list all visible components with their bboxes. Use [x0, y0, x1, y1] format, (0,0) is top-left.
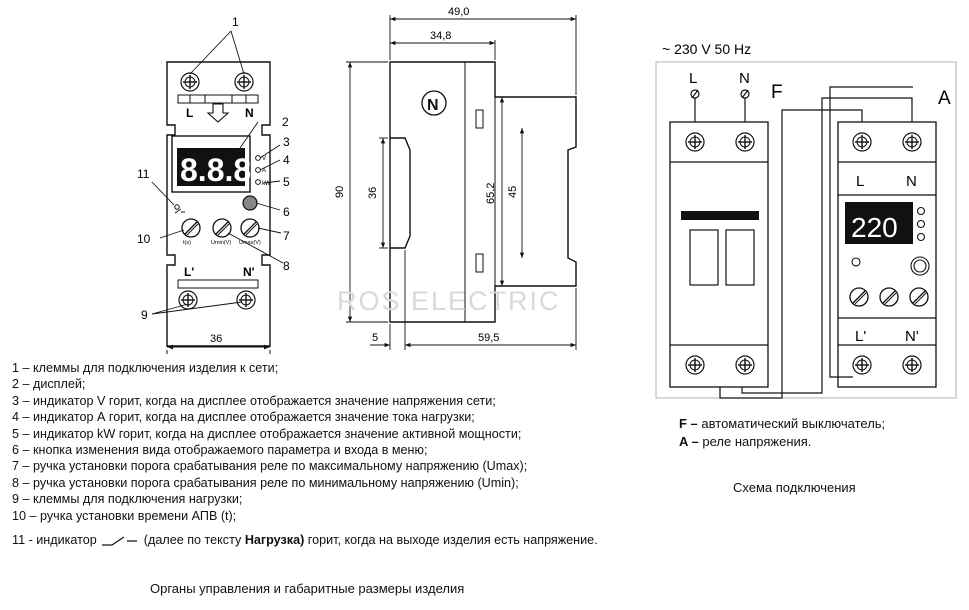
indicator-a [255, 167, 261, 173]
caption-controls-dimensions: Органы управления и габаритные размеры и… [150, 581, 465, 596]
legend-item-10: 10 – ручка установки времени АПВ (t); [12, 508, 237, 523]
terminal-screw-l [180, 72, 200, 92]
caption-wiring-scheme: Схема подключения [733, 480, 856, 495]
input-arrow-icon [206, 103, 230, 123]
callout-5: 5 [283, 175, 290, 189]
legend-item-7: 7 – ручка установки порога срабатывания … [12, 459, 528, 474]
knob-umin-label: Umin(V) [211, 240, 231, 246]
terminal-screw-lout [178, 290, 198, 310]
dim-rail-offset: 5 [372, 332, 378, 344]
supply-l-label: L [689, 70, 697, 87]
callout-9: 9 [141, 308, 148, 322]
dim-height: 90 [334, 186, 346, 198]
dim-rail-height: 45 [507, 186, 519, 198]
front-terminal-lout-label: L' [184, 265, 194, 279]
callout-7: 7 [283, 229, 290, 243]
watermark: ROS ELECTRIC [337, 286, 561, 316]
relay-desc-tag: A – [679, 434, 699, 449]
knob-t[interactable] [181, 218, 201, 238]
dim-overall-depth: 49,0 [448, 6, 469, 18]
note-bold: Нагрузка) [244, 533, 305, 547]
knob-t-label: t(s) [183, 240, 191, 246]
callout-2: 2 [282, 115, 289, 129]
callout-4: 4 [283, 153, 290, 167]
callout-6: 6 [283, 205, 290, 219]
relay-display-value: 220 [851, 212, 898, 243]
callouts [151, 30, 284, 315]
legend-list: 1 – клеммы для подключения изделия к сет… [12, 360, 652, 524]
callout-1: 1 [232, 15, 239, 29]
relay-l-label: L [856, 173, 864, 190]
indicator-a-label: A [262, 168, 266, 174]
legend-item-3: 3 – индикатор V горит, когда на дисплее … [12, 393, 496, 408]
relay-display [845, 202, 913, 244]
wiring-scheme: ~ 230 V 50 Hz L N F A [655, 41, 957, 399]
callout-10: 10 [137, 232, 151, 246]
legend-item-8: 8 – ручка установки порога срабатывания … [12, 475, 519, 490]
relay-n-label: N [906, 173, 917, 190]
load-indicator [174, 204, 180, 210]
breaker-tag: F [771, 82, 783, 103]
svg-text:N: N [427, 97, 439, 114]
legend-item-11: 11 - индикатор (далее по тексту Нагрузка… [12, 533, 598, 547]
note-middle: (далее по тексту [143, 533, 242, 547]
callout-11: 11 [137, 167, 150, 181]
supply-label: ~ 230 V 50 Hz [662, 41, 751, 57]
front-terminal-n-label: N [245, 106, 254, 120]
note-prefix: 11 - индикатор [12, 533, 97, 547]
relay-lout-label: L' [855, 328, 866, 345]
legend-item-9: 9 – клеммы для подключения нагрузки; [12, 492, 243, 507]
front-terminal-l-label: L [186, 106, 193, 120]
legend-item-1: 1 – клеммы для подключения изделия к сет… [12, 361, 279, 375]
callout-3: 3 [283, 135, 290, 149]
indicator-kw-label: kW [262, 181, 271, 187]
breaker-description: F – автоматический выключатель; [679, 416, 885, 431]
display-digits: 8.8.8 [180, 152, 251, 188]
note-suffix: горит, когда на выходе изделия есть напр… [307, 533, 598, 547]
indicator-kw [255, 179, 261, 185]
indicator-v [255, 155, 261, 161]
terminal-screw-nout [236, 290, 256, 310]
switch-symbol-icon [102, 536, 138, 546]
legend-item-2: 2 – дисплей; [12, 377, 86, 392]
dim-body-height: 65,2 [485, 183, 497, 204]
relay-description: A – реле напряжения. [679, 434, 811, 449]
dim-front-height: 36 [367, 187, 379, 199]
side-view: N [346, 15, 577, 350]
front-terminal-nout-label: N' [243, 265, 255, 279]
front-width-dim: 36 [210, 333, 222, 345]
terminal-screw-n [234, 72, 254, 92]
knob-umin[interactable] [212, 218, 232, 238]
legend-item-6: 6 – кнопка изменения вида отображаемого … [12, 443, 428, 458]
front-view: L N 8.8.8 V A kW t(s) Umin(V) Umax(V) L'… [137, 15, 290, 354]
knob-umax-label: Umax(V) [239, 240, 261, 246]
breaker-desc-text: автоматический выключатель; [701, 416, 886, 431]
relay-desc-text: реле напряжения. [702, 434, 812, 449]
breaker-desc-tag: F – [679, 416, 698, 431]
dim-total-depth: 59,5 [478, 332, 499, 344]
legend-item-5: 5 – индикатор kW горит, когда на дисплее… [12, 426, 522, 441]
dim-front-depth: 34,8 [430, 30, 451, 42]
display [177, 148, 245, 186]
knob-umax[interactable] [240, 218, 260, 238]
indicator-v-label: V [262, 156, 266, 162]
supply-n-label: N [739, 70, 750, 87]
callout-8: 8 [283, 259, 290, 273]
mode-button[interactable] [242, 195, 258, 211]
relay-tag: A [938, 88, 951, 109]
legend-item-4: 4 – индикатор А горит, когда на дисплее … [12, 410, 475, 425]
relay-nout-label: N' [905, 328, 919, 345]
